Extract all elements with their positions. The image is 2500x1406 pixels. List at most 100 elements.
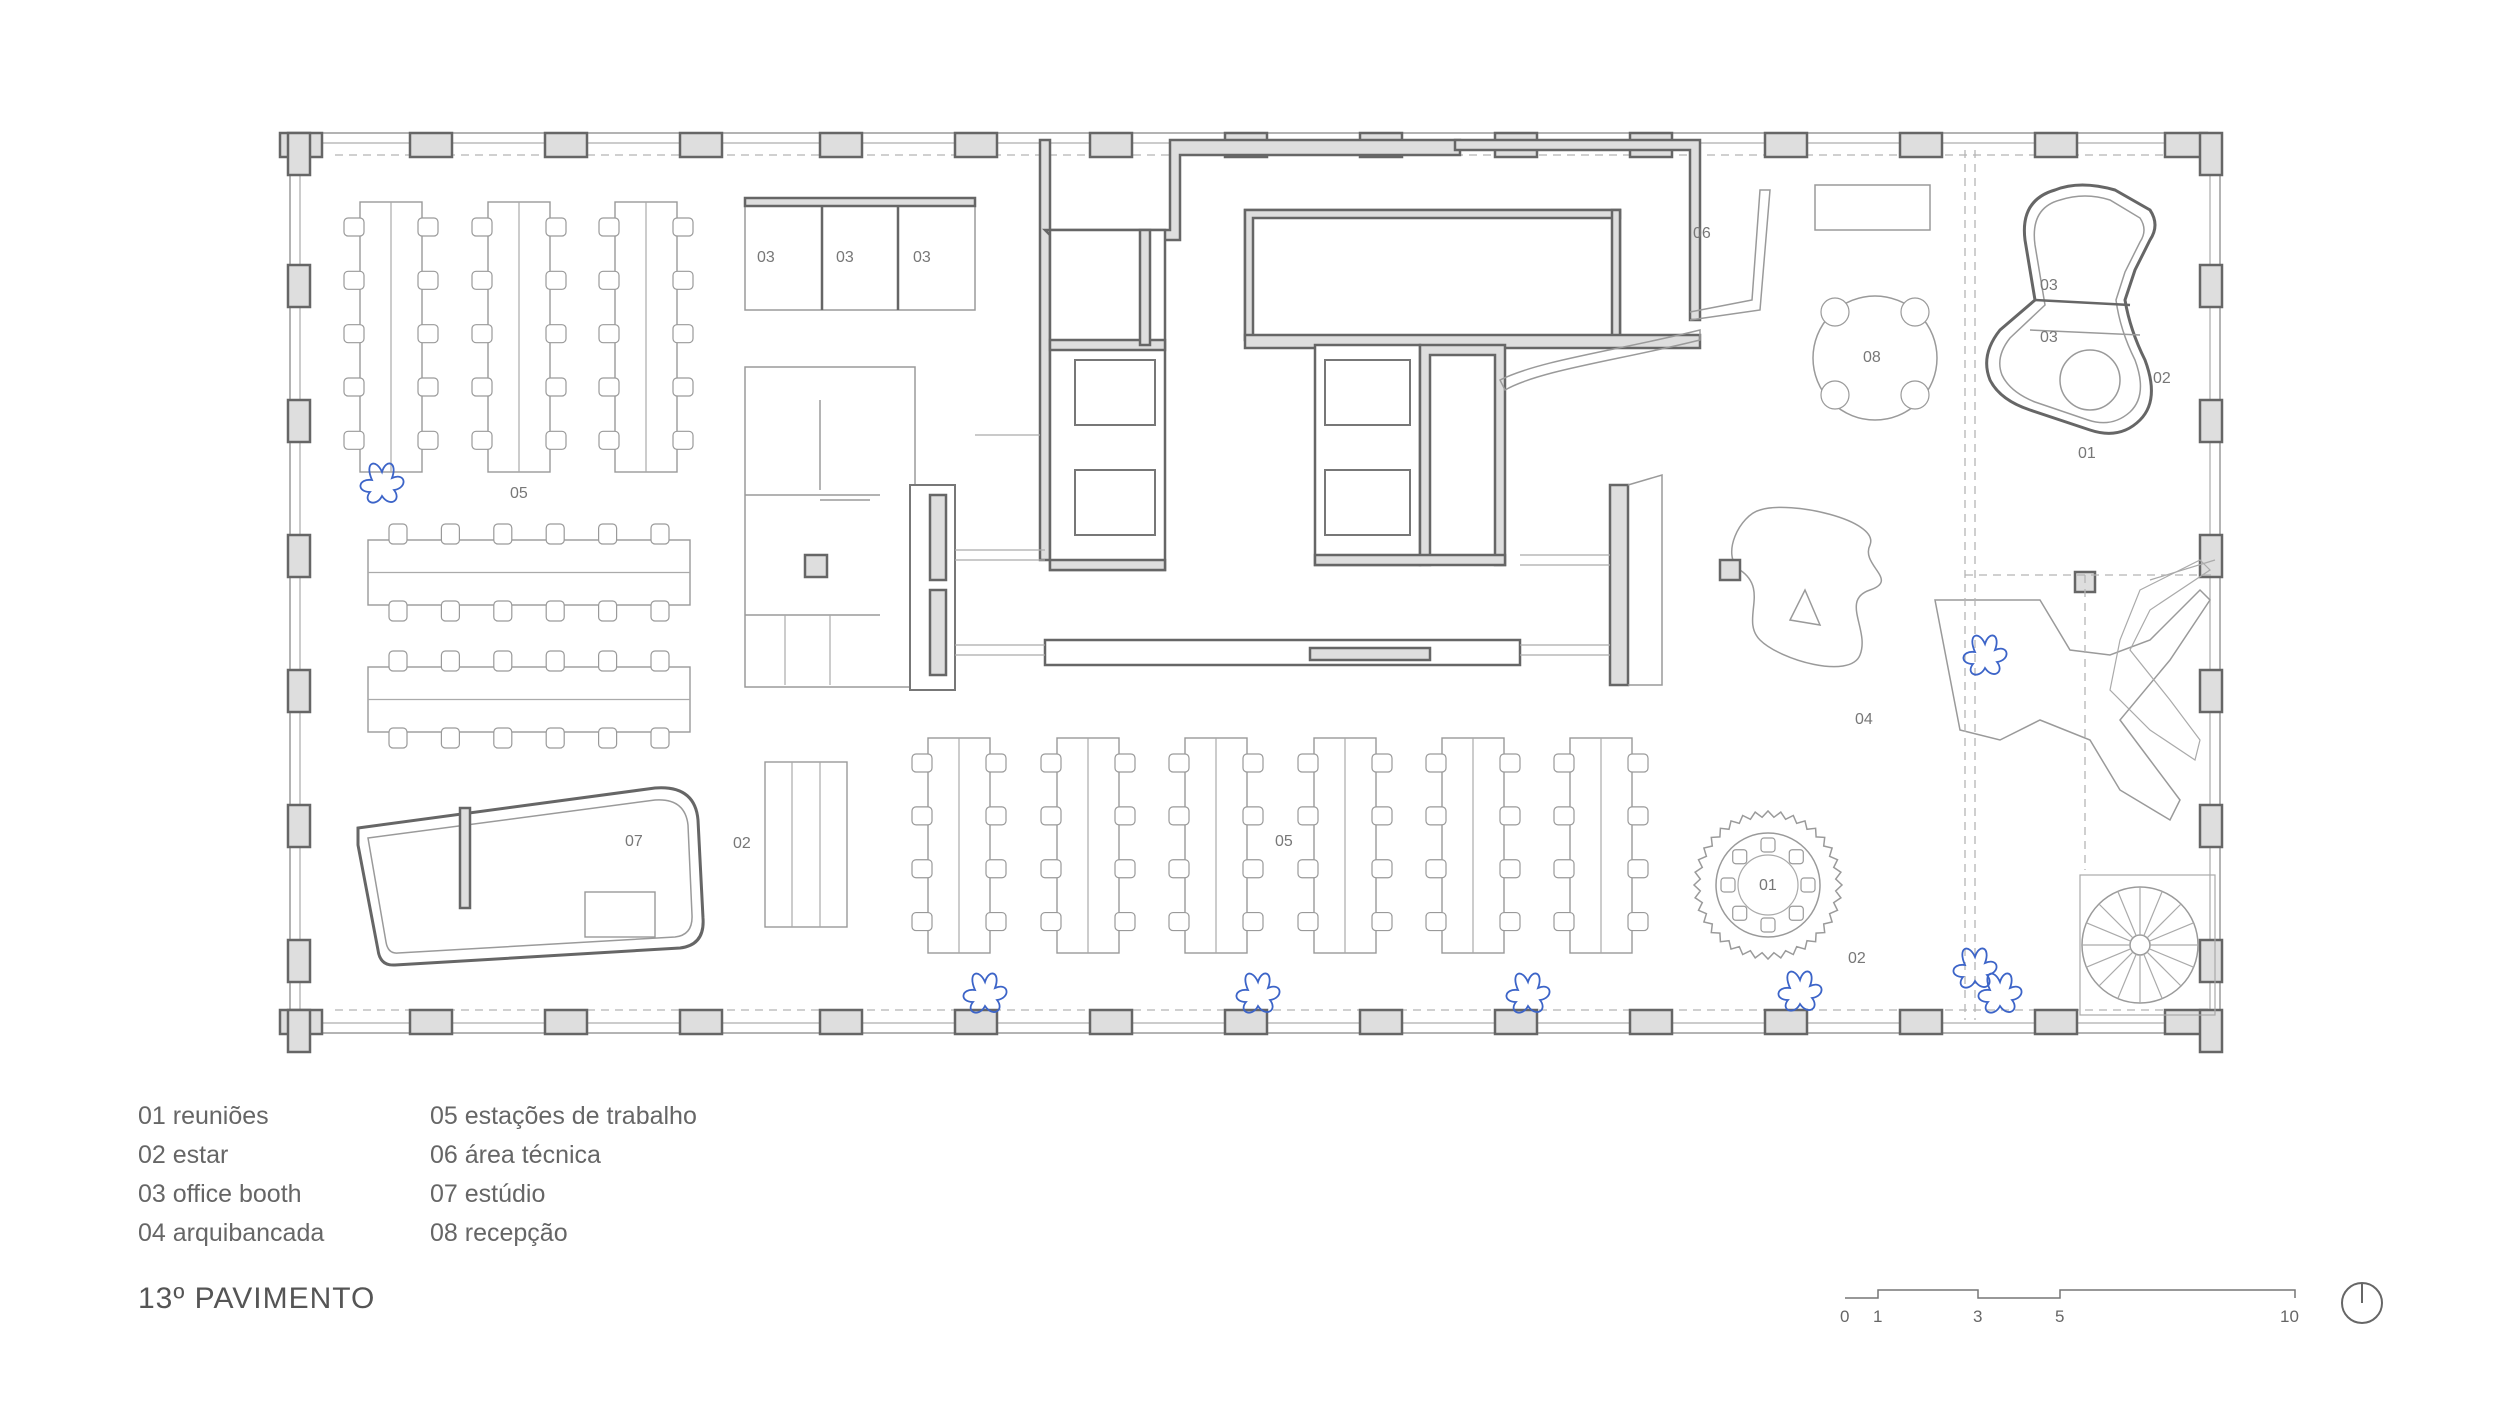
room-label-08: 08 — [1863, 349, 1881, 366]
stair-tread — [2098, 903, 2134, 939]
studio-room — [356, 786, 705, 967]
chair — [985, 753, 1007, 773]
column — [1493, 1008, 1539, 1036]
meeting-pod — [1985, 183, 2157, 435]
right-core-shafts — [1520, 473, 1663, 687]
lounge-bench — [764, 761, 848, 928]
chair — [1553, 911, 1575, 932]
stair-tread — [2149, 948, 2194, 968]
chair — [1297, 859, 1319, 879]
column — [543, 131, 589, 159]
chair — [545, 377, 567, 397]
chair — [493, 600, 513, 622]
column — [286, 398, 312, 444]
legend-item: 01 reuniões — [138, 1102, 269, 1130]
chair — [1627, 911, 1649, 932]
legend-item: 07 estúdio — [430, 1180, 546, 1208]
chair — [388, 650, 408, 672]
chair — [672, 324, 694, 344]
chair — [985, 859, 1007, 879]
stair-tread — [2098, 951, 2134, 987]
column — [286, 1008, 312, 1054]
chair — [1242, 806, 1264, 826]
chair — [343, 377, 365, 397]
chair — [597, 523, 618, 545]
chair — [388, 523, 408, 545]
chair — [1242, 859, 1264, 879]
chair — [1168, 753, 1190, 773]
zone-lines — [1964, 150, 2215, 1020]
column — [1898, 131, 1944, 159]
chair — [1168, 806, 1190, 826]
chair — [545, 523, 565, 545]
column — [1088, 1008, 1134, 1036]
chair — [597, 727, 618, 749]
chair — [1499, 859, 1521, 879]
stair-tread — [2143, 891, 2163, 936]
chair — [471, 270, 493, 290]
chair — [343, 430, 365, 450]
column — [1763, 1008, 1809, 1036]
chair — [545, 650, 565, 672]
room-label-03: 03 — [913, 249, 931, 266]
spiral-staircase — [2079, 874, 2216, 1016]
plant-icon — [962, 972, 1008, 1014]
chair — [985, 806, 1007, 826]
chair — [597, 600, 618, 622]
column — [2033, 131, 2079, 159]
column — [818, 1008, 864, 1036]
chair — [1114, 753, 1136, 773]
chair — [471, 217, 493, 237]
column — [1628, 1008, 1674, 1036]
plant-icon — [1952, 947, 1998, 989]
chair — [1371, 753, 1393, 773]
chair — [417, 324, 439, 344]
scale-tick-10: 10 — [2280, 1307, 2299, 1326]
reception-chair — [1820, 380, 1850, 410]
chair — [1425, 859, 1447, 879]
legend-item: 02 estar — [138, 1141, 229, 1169]
plant-icon — [1505, 972, 1551, 1014]
chair — [597, 650, 618, 672]
room-label-07: 07 — [625, 833, 643, 850]
chair — [343, 217, 365, 237]
chair — [545, 324, 567, 344]
legend-col-2: 05 estações de trabalho 06 área técnica … — [430, 1097, 697, 1253]
column — [1088, 131, 1134, 159]
column — [2198, 398, 2224, 444]
column — [2198, 131, 2224, 177]
office-booths — [743, 196, 977, 311]
scale-tick-5: 5 — [2055, 1307, 2064, 1326]
column — [286, 938, 312, 984]
chair — [1297, 806, 1319, 826]
chair — [471, 377, 493, 397]
chair — [1242, 753, 1264, 773]
stair-tread — [2117, 954, 2137, 999]
chair — [343, 324, 365, 344]
room-label-03: 03 — [2040, 329, 2058, 346]
column — [2033, 1008, 2079, 1036]
chair — [545, 430, 567, 450]
chair — [911, 806, 933, 826]
scale-tick-3: 3 — [1973, 1307, 1982, 1326]
reception-chair — [1900, 380, 1930, 410]
legend-item: 04 arquibancada — [138, 1219, 325, 1247]
legend-item: 05 estações de trabalho — [430, 1102, 697, 1130]
chair — [1760, 837, 1776, 853]
room-label-05: 05 — [510, 485, 528, 502]
legend-item: 08 recepção — [430, 1219, 568, 1247]
plant-icon — [359, 462, 405, 504]
scale-tick-1: 1 — [1873, 1307, 1882, 1326]
column — [1763, 131, 1809, 159]
chair — [1297, 753, 1319, 773]
room-label-03: 03 — [836, 249, 854, 266]
chair — [1732, 849, 1748, 865]
chair — [1732, 905, 1748, 921]
chair — [1114, 859, 1136, 879]
chair — [545, 217, 567, 237]
column — [953, 1008, 999, 1036]
chair — [388, 727, 408, 749]
plants — [359, 462, 2023, 1014]
chair — [1371, 859, 1393, 879]
stair-tread — [2086, 922, 2131, 942]
